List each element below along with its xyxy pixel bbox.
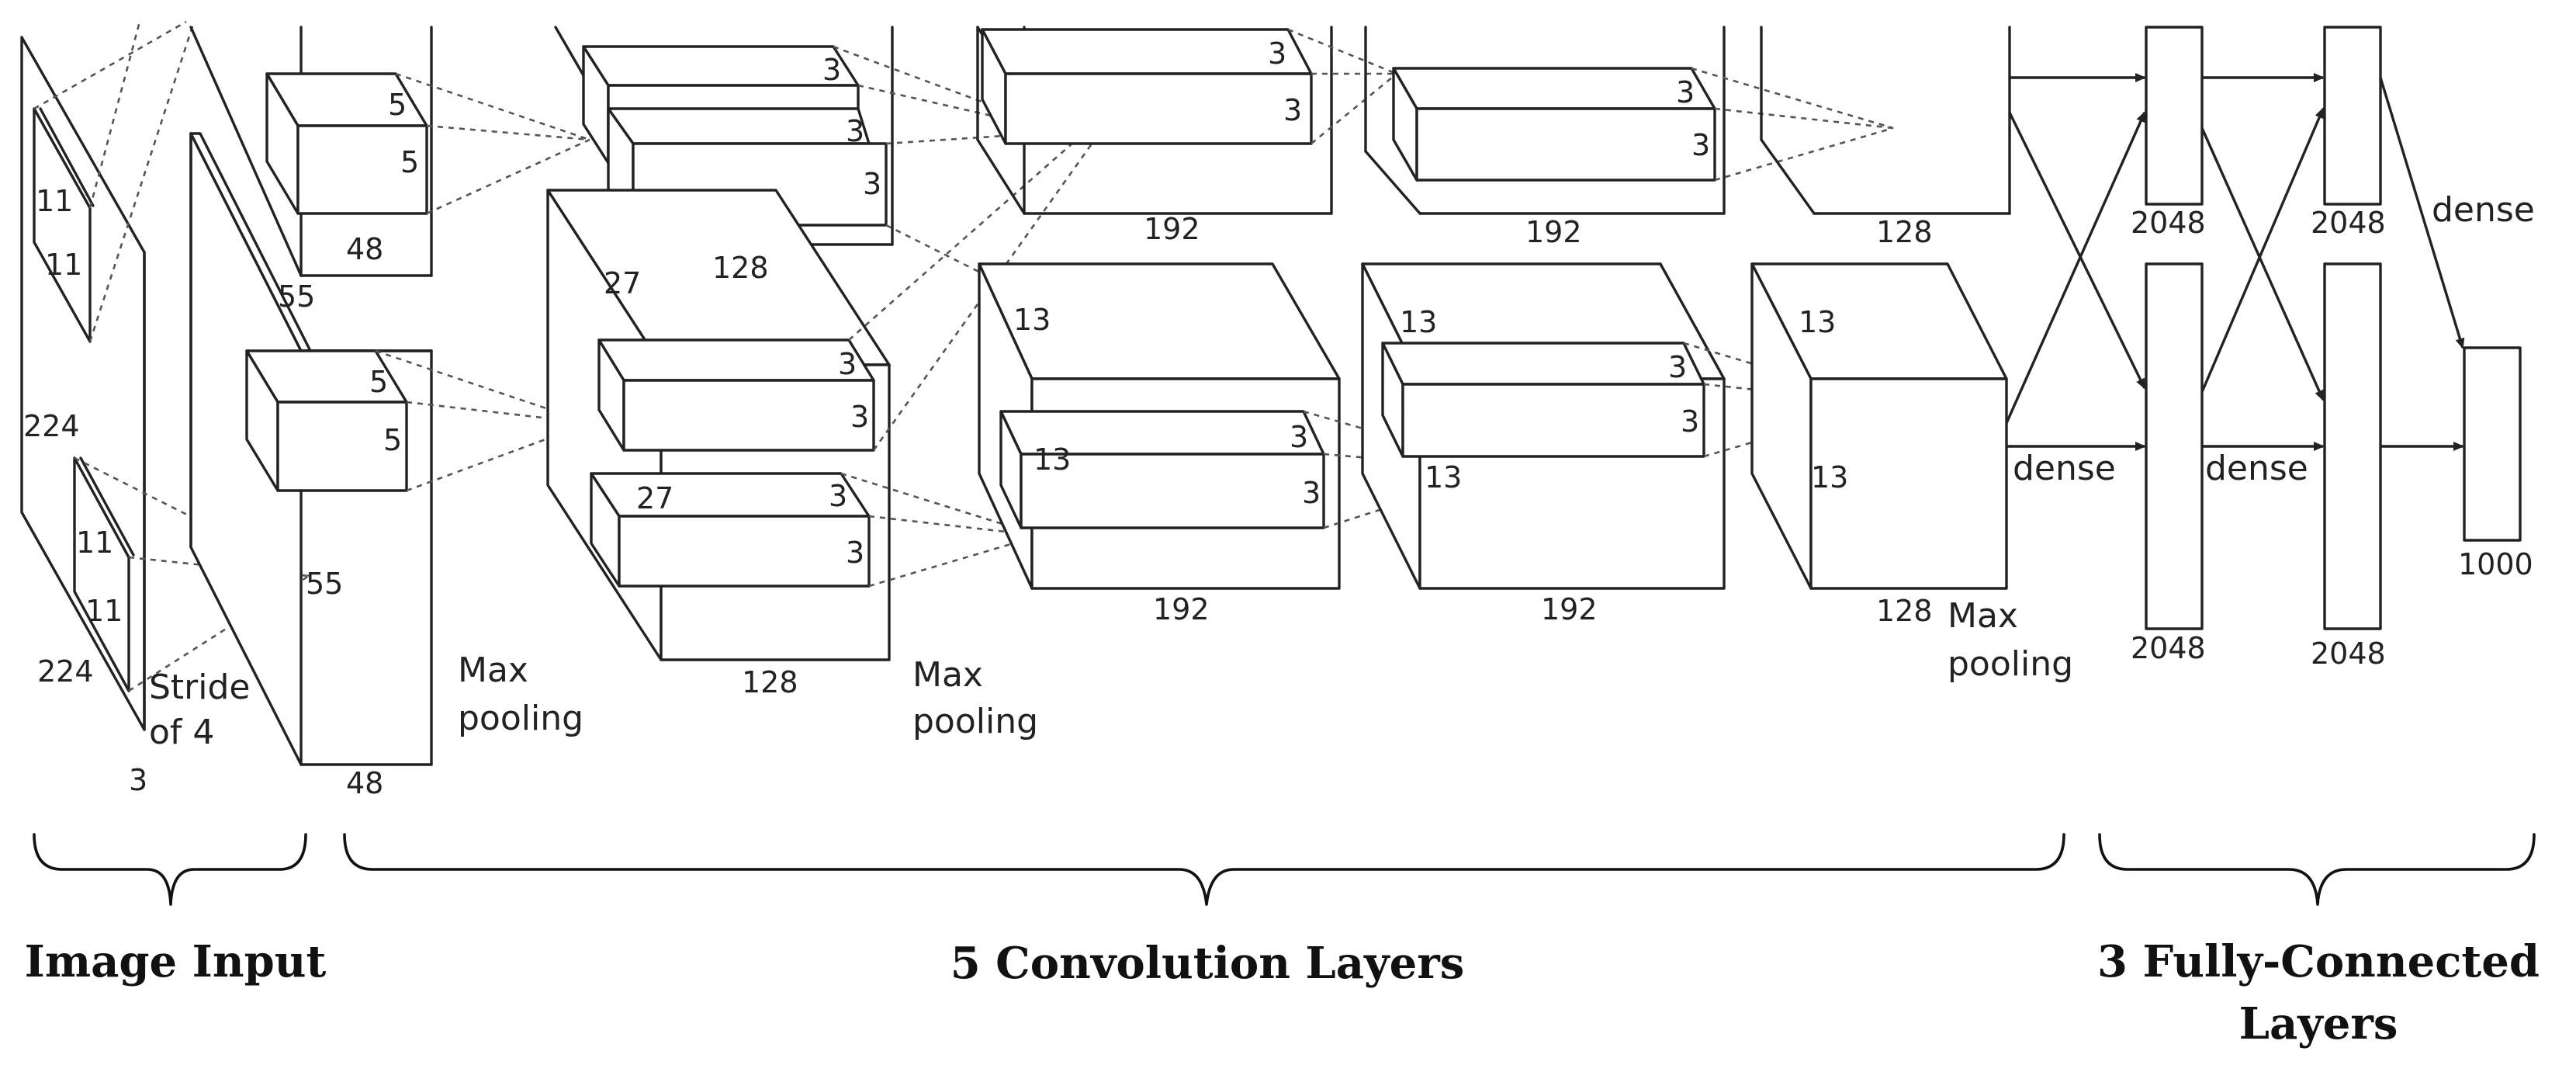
conv3-kernel-bot [999,410,1325,529]
label-conv1-size-mid: 55 [306,567,343,601]
section-title-image-input: Image Input [25,936,327,987]
label-stride-line1: Stride [149,668,251,707]
label-conv2-size: 27 [604,266,641,300]
label-conv2-k3: 3 [863,167,881,201]
label-conv2-depth-bot: 128 [742,665,798,699]
conv2-kernel-top [582,45,888,227]
output-layer [2463,346,2522,542]
label-dense-b: dense [2205,449,2308,488]
label-conv2-depth-top: 128 [712,251,769,285]
label-dense-a: dense [2013,449,2116,488]
label-conv4-depth-bot: 192 [1541,592,1598,626]
conv2-kernel-bot [590,472,871,588]
conv4-kernel-bot [1381,342,1705,458]
label-pool3-line1: Max [1948,596,2018,636]
label-conv4-size-b: 13 [1425,460,1462,494]
conv1-top-block [189,26,433,277]
label-conv1-k-bot-b: 5 [383,423,402,457]
label-input-height: 224 [23,409,80,443]
label-conv2-size-b: 27 [636,481,673,515]
diagram-labels: 11 11 11 11 224 224 3 Stride of 4 55 55 … [23,36,2535,800]
label-conv5-depth-bot: 128 [1876,594,1933,628]
label-conv1-depth-top: 48 [346,232,383,266]
label-conv3-k1: 3 [1268,36,1286,71]
label-input-kernel-a: 11 [36,184,73,218]
label-conv1-k-top-b: 5 [400,145,419,179]
conv3-kernel-top [981,28,1313,145]
section-title-fc-line1: 3 Fully-Connected [2097,936,2540,987]
label-conv3-depth-top: 192 [1144,212,1200,246]
brace-convolution [343,833,2065,906]
brace-fully-connected [2098,833,2536,906]
label-output-size: 1000 [2458,547,2533,581]
label-conv5-size: 13 [1799,305,1836,339]
conv5-top-block [1760,26,2011,215]
label-input-kernel-c: 11 [76,526,113,560]
label-pool2-line1: Max [912,655,983,695]
label-conv2-k1: 3 [822,53,841,87]
label-conv2-k2: 3 [846,114,864,148]
label-conv2-k6: 3 [829,479,847,513]
label-conv3-depth-bot: 192 [1153,592,1210,626]
label-pool1-line2: pooling [458,699,583,738]
label-conv1-k-top-a: 5 [388,88,407,122]
label-conv4-depth-top: 192 [1525,215,1582,249]
label-conv4-k3: 3 [1668,350,1687,384]
label-pool1-line1: Max [458,650,528,690]
label-conv4-k4: 3 [1681,404,1699,439]
label-input-kernel-d: 11 [85,594,123,628]
label-conv1-depth-bot: 48 [346,766,383,800]
label-conv3-size: 13 [1013,303,1051,337]
label-fc2-bot: 2048 [2311,637,2386,671]
fc1-top [2145,26,2204,206]
fc2-top [2323,26,2382,206]
label-conv2-k7: 3 [846,536,864,570]
label-dense-c: dense [2432,190,2535,230]
label-conv3-k2: 3 [1283,93,1302,127]
label-fc1-top: 2048 [2131,206,2206,240]
conv2-kernel-mid [597,338,875,452]
label-conv4-k2: 3 [1691,128,1710,162]
fc1-bottom [2145,262,2204,630]
label-fc2-top: 2048 [2311,206,2386,240]
conv1-kernel-top [265,72,428,215]
label-conv1-size-top: 55 [278,279,315,314]
label-conv3-k3: 3 [1290,420,1308,454]
section-braces [33,833,2536,906]
label-conv3-size-b: 13 [1034,442,1071,477]
conv4-top-block [1364,26,1726,215]
conv4-kernel-top [1392,67,1716,182]
input-image-block [20,36,146,731]
label-input-width: 224 [37,654,94,689]
fc2-bottom [2323,262,2382,630]
conv1-kernel-bottom [245,349,408,492]
label-conv4-k1: 3 [1676,75,1695,109]
label-conv2-k4: 3 [838,347,857,381]
label-pool2-line2: pooling [912,702,1038,741]
label-conv4-size: 13 [1400,305,1437,339]
section-title-convolution: 5 Convolution Layers [950,938,1465,989]
label-conv1-k-bot-a: 5 [369,365,388,399]
label-conv5-depth-top: 128 [1876,215,1933,249]
label-fc1-bot: 2048 [2131,631,2206,665]
section-titles: Image Input 5 Convolution Layers 3 Fully… [25,936,2540,1049]
section-title-fc-line2: Layers [2239,998,2398,1049]
label-input-depth: 3 [129,763,147,797]
label-conv5-size-b: 13 [1811,460,1848,494]
label-conv3-k4: 3 [1302,476,1321,510]
label-stride-line2: of 4 [149,713,214,752]
label-pool3-line2: pooling [1948,644,2073,684]
label-input-kernel-b: 11 [45,248,82,282]
label-conv2-k5: 3 [850,400,869,434]
conv5-block [1750,262,2008,590]
fc-connections [2005,73,2465,451]
brace-image-input [33,833,307,906]
